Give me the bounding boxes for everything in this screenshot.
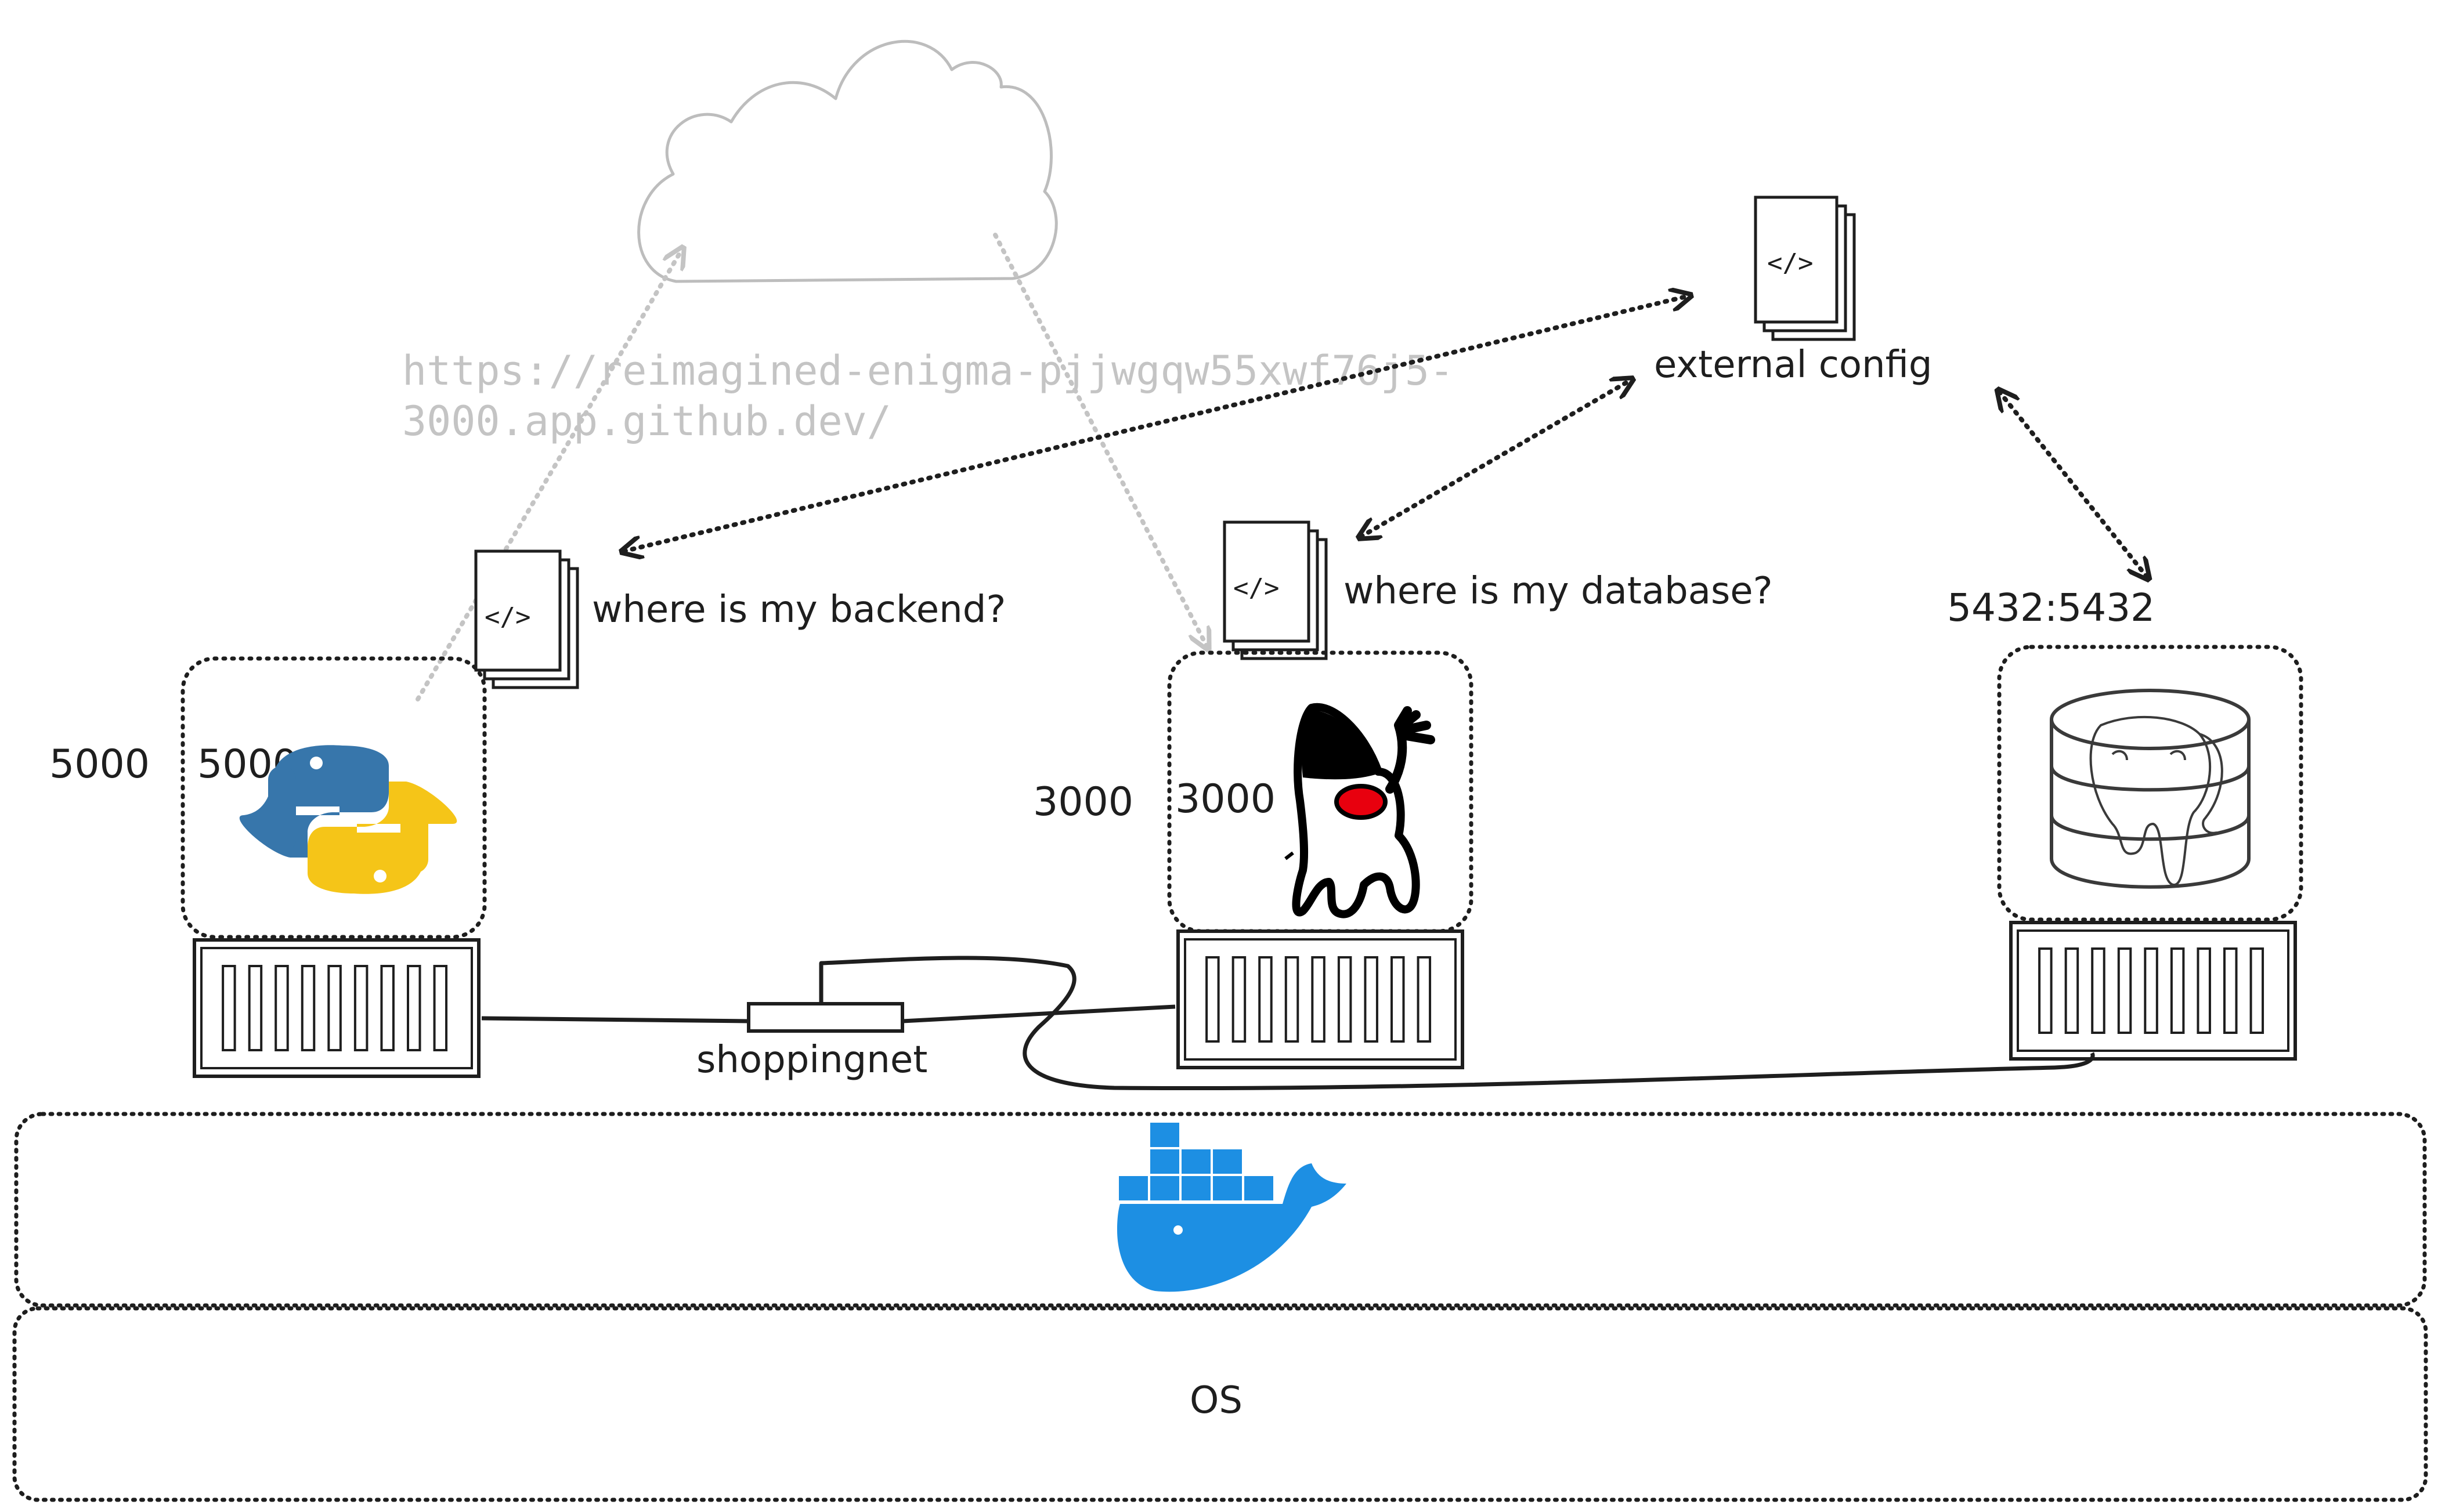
postgres-container-frame xyxy=(1997,645,2303,922)
container-slat xyxy=(353,965,369,1051)
container-slat xyxy=(2064,947,2079,1034)
container-slat xyxy=(2091,947,2105,1034)
container-slat xyxy=(2117,947,2132,1034)
java-container-box xyxy=(1176,929,1464,1069)
container-slat xyxy=(2223,947,2238,1034)
config-to-python-arrow xyxy=(624,296,1689,551)
network-switch-icon xyxy=(747,1002,904,1033)
container-slat xyxy=(2170,947,2185,1034)
container-slat xyxy=(1258,956,1273,1043)
container-slat xyxy=(222,965,236,1051)
svg-text:</>: </> xyxy=(1233,573,1279,603)
svg-text:</>: </> xyxy=(485,602,530,632)
python-container-box xyxy=(193,938,481,1078)
python-host-port: 5000 xyxy=(49,741,150,787)
postgres-database-icon xyxy=(2050,689,2251,889)
external-config-file-icon: </> xyxy=(1754,196,1856,341)
container-slat xyxy=(2249,947,2264,1034)
os-label: OS xyxy=(1190,1379,1243,1422)
container-slat xyxy=(2144,947,2158,1034)
external-config-label: external config xyxy=(1654,343,1933,386)
container-slat xyxy=(2197,947,2211,1034)
container-slat xyxy=(1205,956,1220,1043)
backend-file-icon: </> xyxy=(474,549,579,689)
config-to-java-arrow xyxy=(1361,380,1631,537)
container-slat xyxy=(1337,956,1352,1043)
config-to-postgres-arrow xyxy=(1999,392,2147,577)
container-slat xyxy=(407,965,421,1051)
container-slat xyxy=(1231,956,1247,1043)
url-line-2: 3000.app.github.dev/ xyxy=(402,397,891,445)
database-file-icon: </> xyxy=(1223,520,1328,660)
java-network-link xyxy=(902,1004,1176,1023)
network-label: shoppingnet xyxy=(696,1039,927,1081)
backend-question: where is my backend? xyxy=(592,588,1006,631)
python-network-link xyxy=(481,1016,749,1023)
container-slat xyxy=(1390,956,1405,1043)
postgres-network-link xyxy=(819,956,2095,1091)
container-slat xyxy=(1311,956,1325,1043)
container-slat xyxy=(301,965,316,1051)
java-container-port: 3000 xyxy=(1175,776,1276,822)
container-slat xyxy=(2038,947,2053,1034)
java-duke-icon xyxy=(1284,703,1435,918)
container-slat xyxy=(327,965,342,1051)
postgres-container-box xyxy=(2009,921,2297,1061)
container-slat xyxy=(1417,956,1432,1043)
cloud-icon xyxy=(637,39,1058,283)
url-line-1: https://reimagined-enigma-pjjwgqw55xwf76… xyxy=(402,347,1454,395)
svg-text:</>: </> xyxy=(1767,248,1813,278)
os-layer xyxy=(12,1306,2428,1502)
container-slat xyxy=(1284,956,1299,1043)
container-slat xyxy=(433,965,448,1051)
docker-whale-icon xyxy=(1117,1123,1346,1292)
container-slat xyxy=(274,965,289,1051)
container-slat xyxy=(248,965,263,1051)
python-logo-icon xyxy=(239,745,457,894)
database-question: where is my database? xyxy=(1343,570,1773,613)
cloud-to-java-arrow xyxy=(993,233,1207,647)
docker-layer xyxy=(14,1112,2427,1308)
container-slat xyxy=(1364,956,1378,1043)
python-container-frame xyxy=(180,656,487,939)
container-slat xyxy=(380,965,395,1051)
postgres-port-label: 5432:5432 xyxy=(1947,585,2155,630)
java-host-port: 3000 xyxy=(1033,779,1133,825)
